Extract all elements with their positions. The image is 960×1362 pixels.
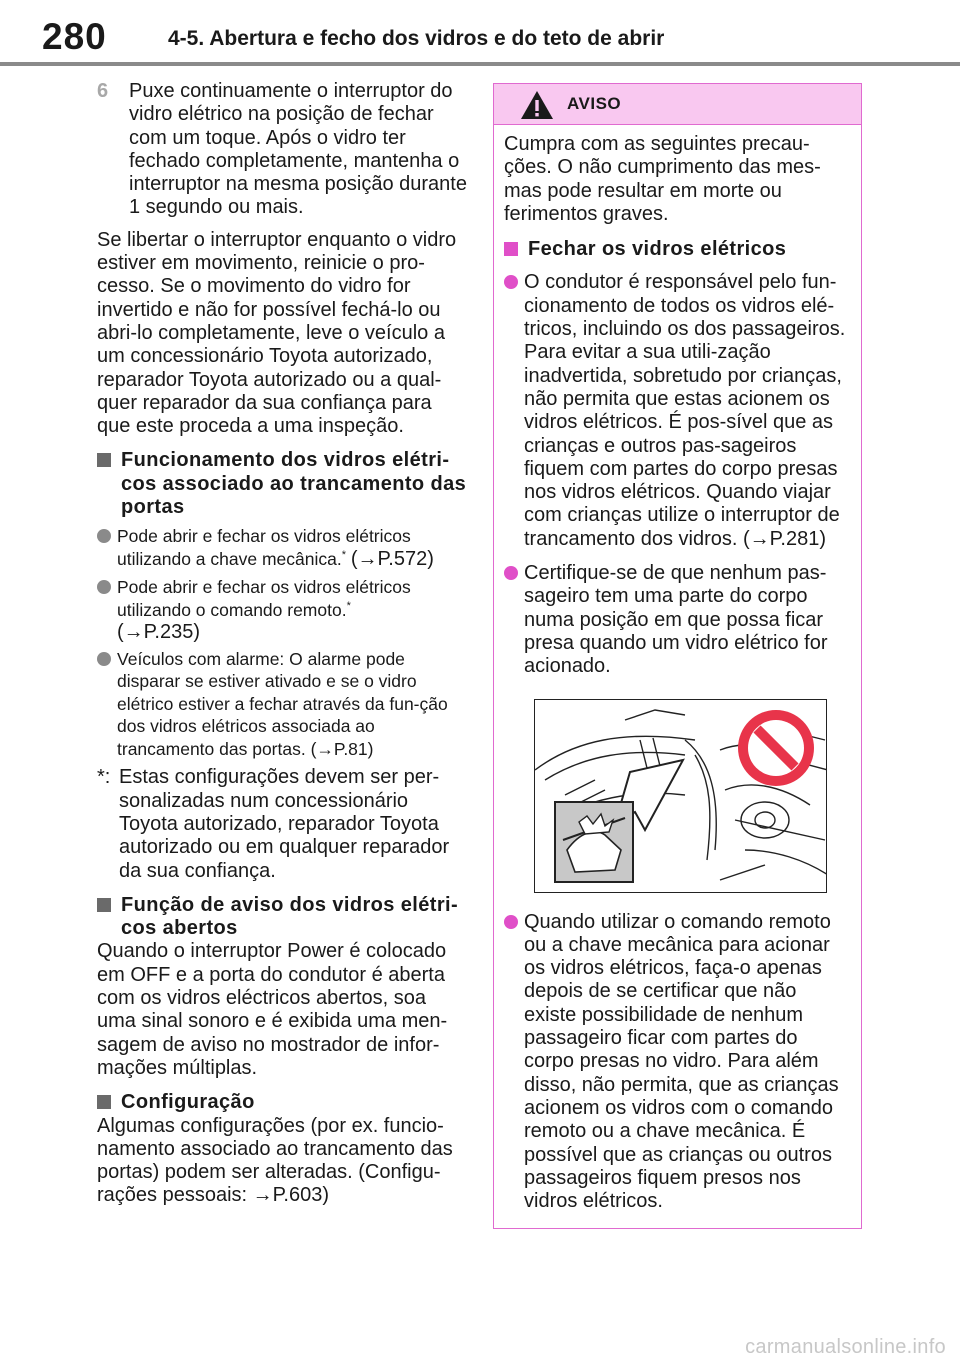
heading-text: Função de aviso dos vidros elétri-cos ab… — [121, 893, 459, 940]
car-interior-illustration — [535, 708, 826, 883]
footnote-mark: *: — [97, 766, 111, 789]
bullet-text: Veículos com alarme: O alarme pode dispa… — [117, 648, 448, 759]
bullet-text: Pode abrir e fechar os vidros elétricos … — [117, 577, 411, 620]
paragraph-aviso-vidros: Quando o interruptor Power é colocado em… — [97, 940, 448, 1079]
site-watermark: carmanualsonline.info — [745, 1336, 946, 1358]
bullet-text: Pode abrir e fechar os vidros elétricos … — [117, 526, 411, 569]
warning-intro: Cumpra com as seguintes precau-ções. O n… — [504, 133, 821, 225]
footnote-text: Estas configurações devem ser per-sonali… — [119, 766, 450, 882]
page-number: 280 — [42, 16, 107, 57]
footnote-asterisk: * — [341, 549, 346, 562]
heading-funcionamento: Funcionamento dos vidros elétri-cos asso… — [97, 449, 469, 519]
circle-bullet-icon — [504, 566, 518, 581]
warning-box: AVISO Cumpra com as seguintes precau-çõe… — [493, 83, 862, 1229]
circle-bullet-icon — [504, 275, 518, 290]
warning-box-header: AVISO — [494, 84, 861, 125]
list-item: Pode abrir e fechar os vidros elétricos … — [97, 576, 469, 644]
page-ref: (→P.235) — [117, 621, 201, 644]
heading-text: Funcionamento dos vidros elétri-cos asso… — [121, 449, 467, 519]
page-ref: (→P.572) — [350, 547, 434, 570]
prohibition-sign-icon — [738, 709, 814, 786]
circle-bullet-icon — [97, 529, 111, 544]
square-bullet-icon — [97, 897, 111, 912]
step-text: Puxe continuamente o interruptor do vidr… — [129, 80, 467, 219]
warning-box-body: Cumpra com as seguintes precau-ções. O n… — [494, 125, 861, 1213]
step-6: 6 Puxe continuamente o interruptor do vi… — [97, 80, 469, 220]
warning-triangle-icon — [521, 91, 553, 119]
heading-text: Configuração — [121, 1091, 255, 1114]
heading-aviso-vidros: Função de aviso dos vidros elétri-cos ab… — [97, 894, 469, 941]
square-bullet-icon — [97, 1095, 111, 1110]
illustration-window-pinch — [534, 698, 827, 893]
warning-item-text: Certifique-se de que nenhum pas-sageiro … — [524, 562, 828, 678]
warning-box-title: AVISO — [567, 94, 622, 113]
warning-item: Quando utilizar o comando remoto ou a ch… — [504, 911, 851, 1214]
circle-bullet-icon — [97, 651, 111, 666]
square-bullet-icon — [97, 453, 111, 468]
heading-configuracao: Configuração — [97, 1091, 469, 1114]
circle-bullet-icon — [504, 914, 518, 929]
warning-item-text: O condutor é responsável pelo fun-cionam… — [524, 271, 846, 550]
warning-item: O condutor é responsável pelo fun-cionam… — [504, 271, 851, 551]
heading-text: Fechar os vidros elétricos — [528, 238, 787, 261]
page-header: 280 4-5. Abertura e fecho dos vidros e d… — [0, 0, 960, 70]
footnote-asterisk: * — [346, 600, 351, 613]
square-bullet-icon — [504, 242, 518, 257]
warning-item-text: Quando utilizar o comando remoto ou a ch… — [524, 910, 839, 1213]
footnote: *: Estas configurações devem ser per-son… — [97, 766, 469, 882]
list-item: Veículos com alarme: O alarme pode dispa… — [97, 648, 469, 761]
section-title: 4-5. Abertura e fecho dos vidros e do te… — [168, 27, 665, 50]
step-number: 6 — [97, 80, 109, 102]
left-column: 6 Puxe continuamente o interruptor do vi… — [97, 80, 469, 1208]
paragraph-reinicie: Se libertar o interruptor enquanto o vid… — [97, 228, 457, 438]
circle-bullet-icon — [97, 580, 111, 595]
warning-item: Certifique-se de que nenhum pas-sageiro … — [504, 562, 851, 678]
header-rule — [0, 62, 960, 66]
list-item: Pode abrir e fechar os vidros elétricos … — [97, 525, 469, 570]
warning-heading: Fechar os vidros elétricos — [504, 238, 851, 261]
paragraph-configuracao: Algumas configurações (por ex. funcio-na… — [97, 1114, 453, 1207]
